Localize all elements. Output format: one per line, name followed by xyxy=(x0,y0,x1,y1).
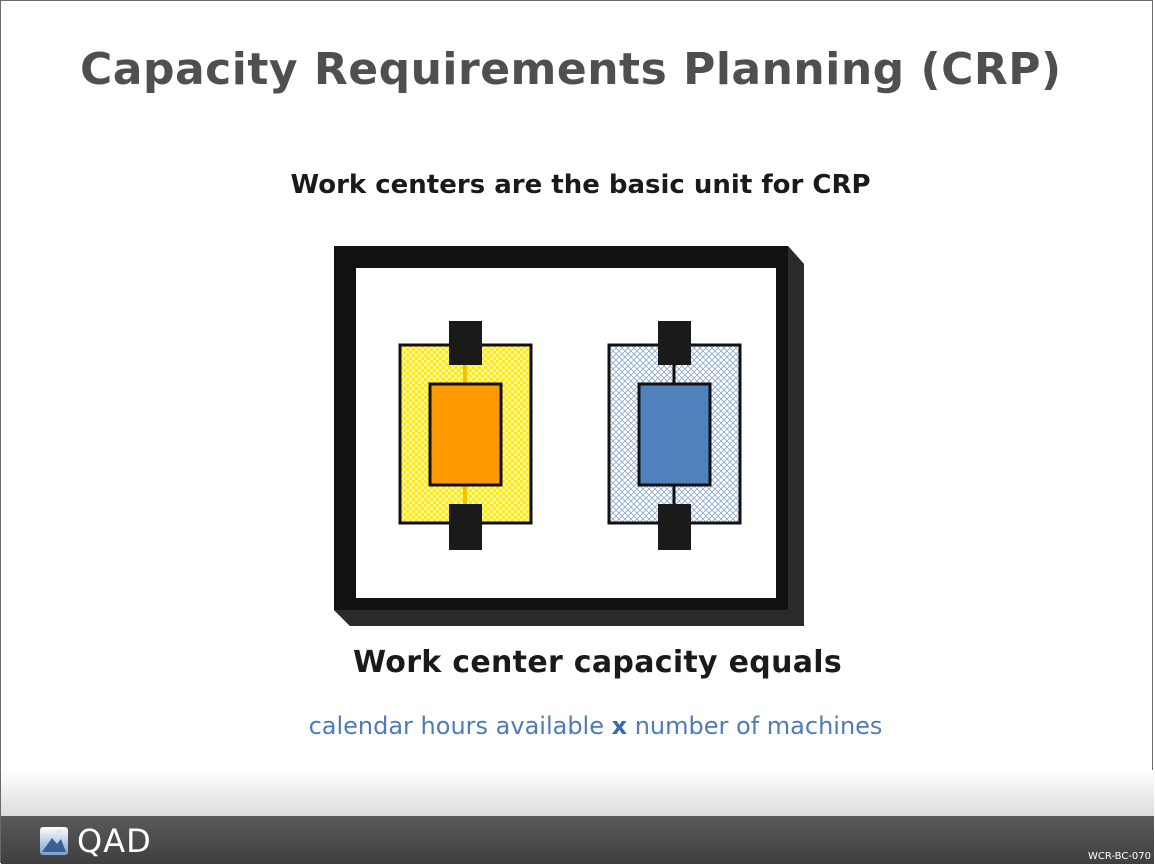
qad-logo: QAD xyxy=(39,824,152,858)
capacity-heading: Work center capacity equals xyxy=(352,645,843,680)
slide-title: Capacity Requirements Planning (CRP) xyxy=(80,44,1062,95)
machine-blue xyxy=(607,321,742,550)
formula-operator: x xyxy=(611,712,628,740)
work-center-illustration xyxy=(334,246,804,626)
logo-text: QAD xyxy=(77,822,152,860)
capacity-formula: calendar hours available x number of mac… xyxy=(0,712,1155,740)
slide-footer: QAD WCR-BC-070 xyxy=(1,816,1154,864)
formula-left: calendar hours available xyxy=(308,712,612,740)
machine-yellow xyxy=(398,321,533,550)
formula-right: number of machines xyxy=(627,712,883,740)
slide-code: WCR-BC-070 xyxy=(1087,851,1151,862)
qad-logo-icon xyxy=(40,827,68,855)
footer-fade xyxy=(1,770,1154,816)
slide-subtitle: Work centers are the basic unit for CRP xyxy=(290,170,871,200)
